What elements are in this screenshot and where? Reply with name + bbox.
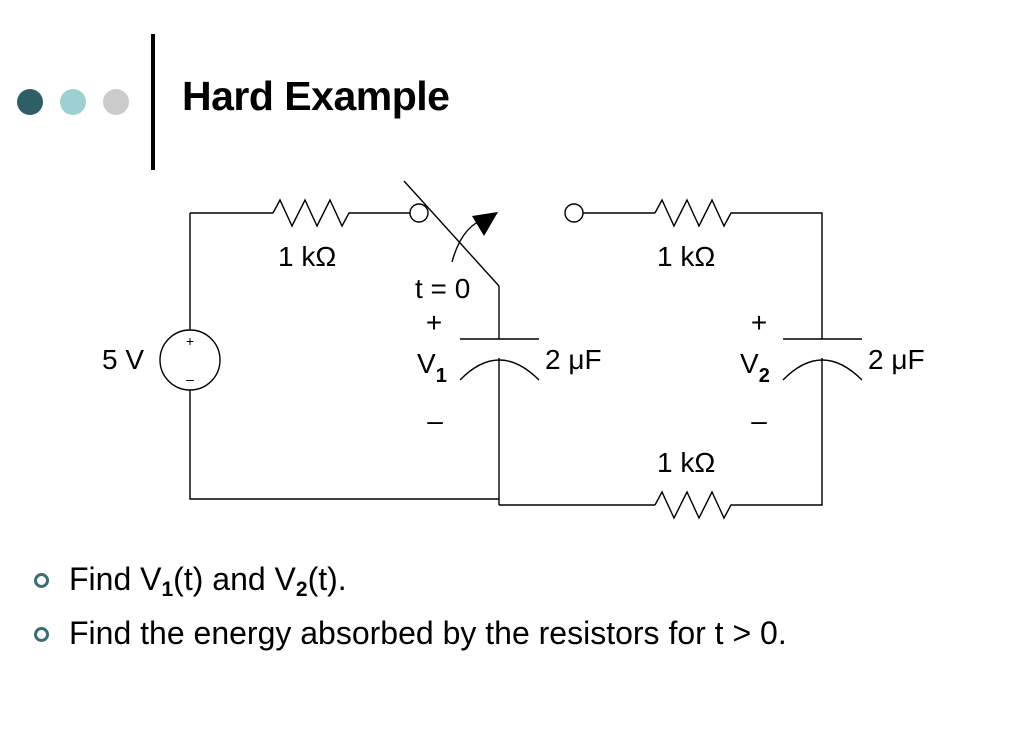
decor-dot-light xyxy=(60,89,86,115)
title-divider xyxy=(151,34,155,170)
c2-label: 2 μF xyxy=(868,344,925,375)
switch-arrowhead-icon xyxy=(472,212,498,236)
bullet-text-1: Find V1(t) and V2(t). xyxy=(69,561,347,601)
bullet-text-2: Find the energy absorbed by the resistor… xyxy=(69,615,787,651)
cap1-bottom-plate xyxy=(459,359,540,381)
r-bottom-label: 1 kΩ xyxy=(657,447,715,478)
voltage-source-symbol xyxy=(159,329,221,391)
r-right-top-label: 1 kΩ xyxy=(657,241,715,272)
c1-label: 2 μF xyxy=(545,344,602,375)
v1-plus: + xyxy=(426,307,442,338)
switch-terminal-left xyxy=(409,203,429,223)
bullet-ring-icon xyxy=(34,573,49,588)
decor-dot-gray xyxy=(103,89,129,115)
v1-label: V1 xyxy=(417,348,447,387)
v1-minus: – xyxy=(427,405,443,436)
v2-minus: – xyxy=(751,405,767,436)
decor-dot-dark xyxy=(17,89,43,115)
wire-right-top-2 xyxy=(738,212,823,339)
bullet-ring-icon xyxy=(34,627,49,642)
circuit-diagram: + – 5 V 1 kΩ 1 kΩ 1 kΩ t = 0 + V1 – 2 μF… xyxy=(102,180,925,520)
source-minus: – xyxy=(186,371,194,387)
slide-title: Hard Example xyxy=(182,73,450,119)
r-left-label: 1 kΩ xyxy=(278,241,336,272)
switch-time-label: t = 0 xyxy=(415,273,470,304)
wire-right-side-lower xyxy=(738,358,823,506)
source-plus: + xyxy=(186,333,194,349)
wire-left-side-lower xyxy=(189,384,499,500)
switch-blade xyxy=(403,180,500,287)
v2-plus: + xyxy=(751,307,767,338)
source-label: 5 V xyxy=(102,344,144,375)
resistor-right-top xyxy=(654,198,738,228)
v2-label: V2 xyxy=(740,348,770,387)
switch-terminal-right xyxy=(564,203,584,223)
resistor-left xyxy=(272,198,355,228)
resistor-bottom xyxy=(654,490,738,520)
